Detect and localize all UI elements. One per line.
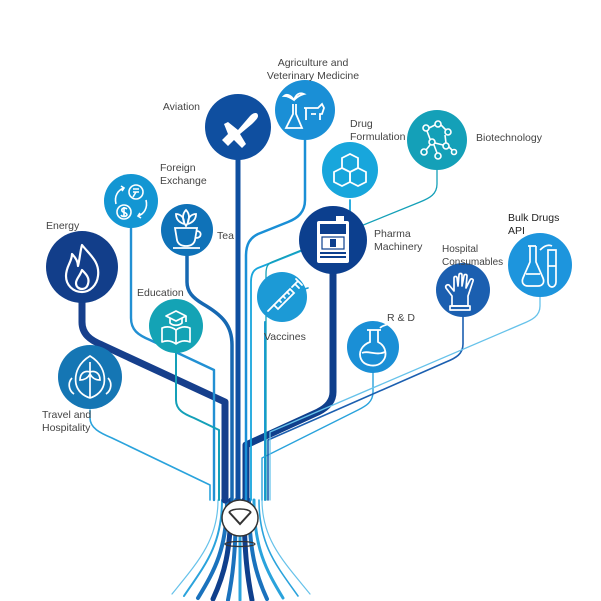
node-education (149, 299, 203, 353)
molecule-icon (420, 120, 458, 160)
cow-plant-flask-icon (281, 92, 325, 129)
label-pharma-machinery: Pharma Machinery (374, 228, 423, 253)
hexagon-molecule-icon (333, 152, 367, 188)
node-r-and-d (347, 321, 399, 373)
syringe-icon (267, 278, 303, 312)
lab-flask-icon (521, 244, 557, 288)
node-travel-hospitality (58, 345, 122, 409)
node-agriculture (275, 80, 335, 140)
glove-icon (444, 272, 475, 311)
round-flask-icon (359, 321, 391, 367)
node-biotechnology (407, 110, 467, 170)
node-hospital-consumables (436, 263, 490, 317)
leaf-emblem-icon (68, 355, 112, 399)
flame-icon (64, 243, 100, 294)
label-r-and-d: R & D (387, 312, 416, 324)
tree-branches (78, 138, 541, 504)
label-drug-formulation: Drug Formulation (350, 118, 406, 143)
pharma-machine-icon (317, 216, 349, 263)
node-tea (161, 204, 213, 256)
label-agriculture: Agriculture and Veterinary Medicine (266, 57, 360, 82)
label-energy: Energy (46, 220, 80, 232)
node-foreign-exchange (104, 174, 158, 228)
label-vaccines: Vaccines (264, 331, 306, 343)
node-bulk-drugs (508, 233, 572, 297)
airplane-icon (222, 113, 258, 148)
label-education: Education (137, 287, 184, 299)
label-hospital-consumables: Hospital Consumables (442, 244, 504, 268)
label-biotechnology: Biotechnology (476, 132, 542, 144)
node-pharma-machinery (299, 206, 367, 274)
tea-cup-icon (173, 208, 202, 249)
graduation-book-icon (161, 310, 191, 345)
node-aviation (205, 94, 271, 160)
node-vaccines (257, 272, 307, 322)
node-energy (46, 231, 118, 303)
trunk-logo (221, 499, 259, 548)
label-travel-hospitality: Travel and Hospitality (42, 409, 92, 434)
label-tea: Tea (217, 230, 234, 242)
label-foreign-exchange: Foreign Exchange (160, 162, 207, 187)
label-bulk-drugs: Bulk Drugs API (508, 212, 560, 237)
label-aviation: Aviation (162, 101, 200, 113)
node-drug-formulation (322, 142, 378, 198)
currency-exchange-icon (114, 184, 148, 220)
